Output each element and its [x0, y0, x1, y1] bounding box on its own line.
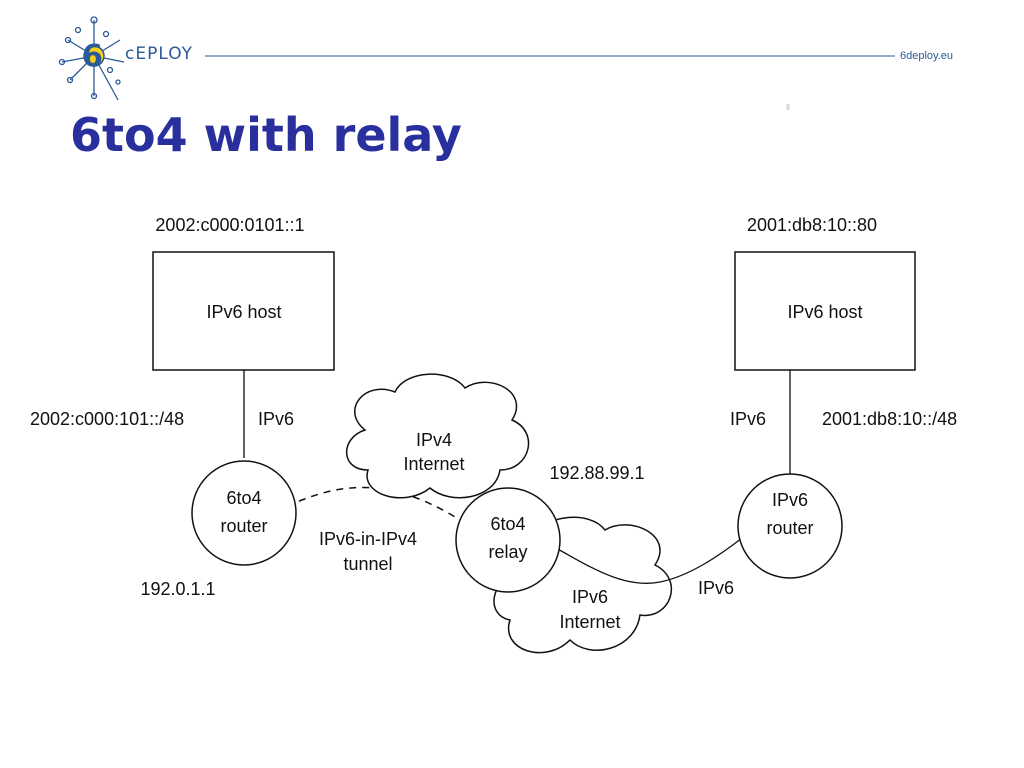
right-ipv6-host-box — [734, 251, 916, 371]
header-graphics: 6 — [58, 16, 895, 110]
ipv4-internet-cloud — [345, 373, 530, 499]
relay-to-router-link — [549, 537, 743, 584]
relay-line2: relay — [488, 542, 527, 562]
left-router-ipv4: 192.0.1.1 — [140, 579, 215, 599]
left-prefix: 2002:c000:101::/48 — [30, 409, 184, 429]
left-host-label: IPv6 host — [206, 302, 281, 322]
relay-ipv4: 192.88.99.1 — [549, 463, 644, 483]
right-link-label: IPv6 — [730, 409, 766, 429]
header: 6 cEPLOY 6deploy.eu — [0, 0, 1024, 110]
watermark-icon — [786, 104, 790, 110]
site-url: 6deploy.eu — [900, 50, 954, 62]
right-host-address: 2001:db8:10::80 — [747, 215, 877, 235]
page-title: 6to4 with relay — [70, 108, 462, 162]
ipv6-cloud-line1: IPv6 — [572, 587, 608, 607]
logo-text: cEPLOY — [125, 44, 194, 64]
ipv4-cloud-line1: IPv4 — [416, 430, 452, 450]
tunnel-line2: tunnel — [343, 554, 392, 574]
relay-line1: 6to4 — [490, 514, 525, 534]
left-router-line1: 6to4 — [226, 488, 261, 508]
ipv6-in-ipv4-tunnel — [286, 486, 461, 521]
right-link-bottom-label: IPv6 — [698, 578, 734, 598]
left-router-line2: router — [220, 516, 267, 536]
left-6to4-router — [191, 460, 297, 566]
6to4-relay — [455, 487, 561, 593]
ipv4-cloud-line2: Internet — [403, 454, 464, 474]
right-ipv6-router — [737, 473, 843, 579]
right-host-label: IPv6 host — [787, 302, 862, 322]
left-host-address: 2002:c000:0101::1 — [155, 215, 304, 235]
right-prefix: 2001:db8:10::/48 — [822, 409, 957, 429]
left-link-label: IPv6 — [258, 409, 294, 429]
logo-sun-icon — [83, 45, 105, 67]
logo-six-glyph: 6 — [82, 39, 103, 74]
tunnel-line1: IPv6-in-IPv4 — [319, 529, 417, 549]
right-router-line1: IPv6 — [772, 490, 808, 510]
ipv6-cloud-line2: Internet — [559, 612, 620, 632]
right-router-line2: router — [766, 518, 813, 538]
